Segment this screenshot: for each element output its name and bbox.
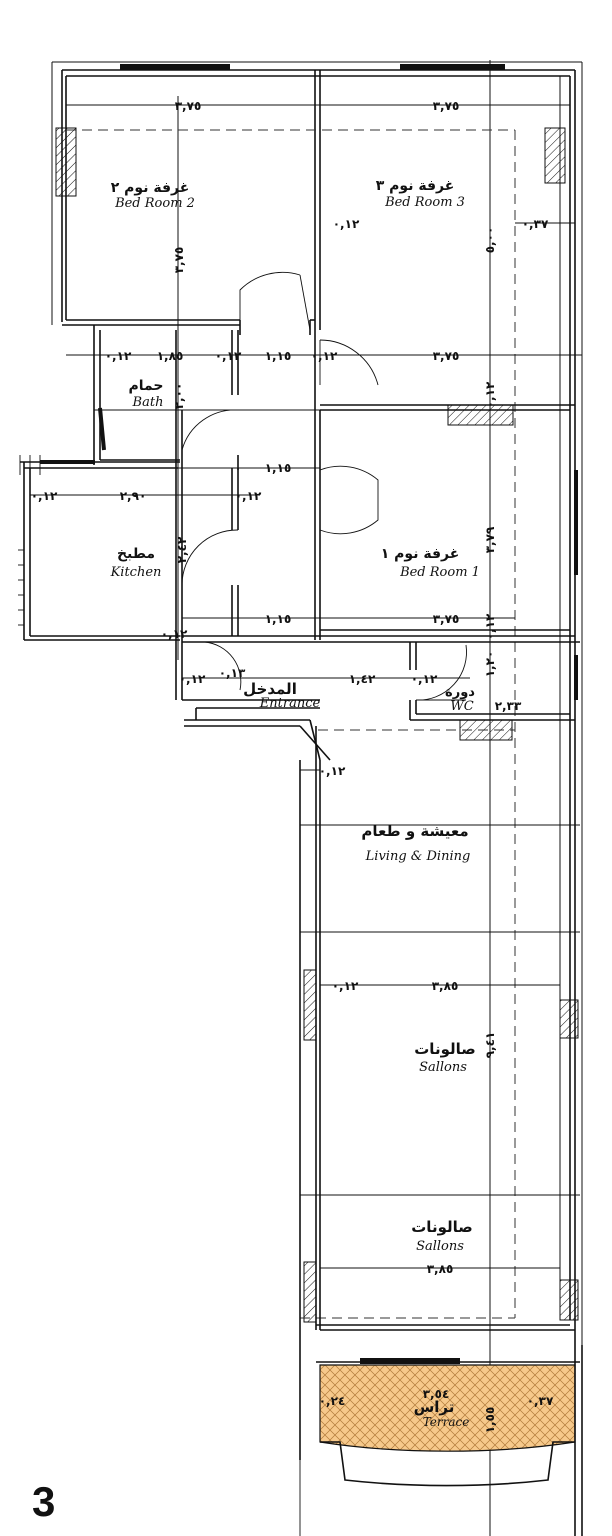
dimension-lines [30, 104, 582, 1401]
dim-entrance-x: ٠,١٣ [219, 666, 246, 680]
dim-column-12b: ٠,١٢ [483, 613, 497, 640]
dim-kitchen-bottom: ٠,١٢ [161, 627, 188, 641]
plan-number: 3 [32, 1478, 55, 1525]
dimension-labels: ٣,٧٥ ٣,٧٥ ٠,١٢ ٠,٣٧ ٣,٧٥ ٥,٠٠ ٠,١٢ ١,٨٥ … [31, 99, 554, 1433]
sallons-1-ar-label: صالونات [414, 1040, 476, 1058]
dim-corridor-1: ١,١٥ [265, 349, 292, 363]
dim-wc-height: ١,٢٠ [483, 651, 497, 678]
bedroom-3-ar-label: غرفة نوم ٣ [376, 178, 455, 194]
dim-wall-12-a: ٠,١٢ [333, 217, 360, 231]
living-ar-label: معيشة و طعام [361, 822, 468, 840]
bedroom-2-ar-label: غرفة نوم ٢ [111, 180, 190, 196]
dim-sallons-width-1: ٣,٨٥ [432, 979, 459, 993]
bath-ar-label: حمام [129, 378, 164, 394]
living-en-label: Living & Dining [365, 849, 471, 864]
kitchen-window-ticks [18, 549, 24, 626]
bath-en-label: Bath [132, 395, 164, 410]
entrance-en-label: Entrance [259, 696, 321, 711]
bedroom-2-en-label: Bed Room 2 [114, 196, 195, 211]
dim-terrace-right: ٠,٣٧ [527, 1394, 554, 1408]
sallons-2-ar-label: صالونات [411, 1218, 473, 1236]
dim-bed1-width: ٣,٧٥ [433, 612, 460, 626]
corridor-walls [175, 330, 580, 700]
dim-corridor-wall: ٠,١٢ [311, 349, 338, 363]
terrace-en-label: Terrace [423, 1415, 470, 1429]
sallons-2-en-label: Sallons [416, 1239, 464, 1254]
dim-bath-right: ٠,١٢ [215, 349, 242, 363]
kitchen-ar-label: مطبخ [117, 546, 155, 562]
dim-entrance-right: ٠,١٢ [411, 672, 438, 686]
bedroom-1-en-label: Bed Room 1 [399, 565, 480, 580]
doors [181, 271, 467, 701]
dim-bed3-height: ٥,٠٠ [483, 227, 497, 254]
dim-bed2-width: ٣,٧٥ [175, 99, 202, 113]
dim-bath-height: ٢,٠٠ [172, 383, 186, 410]
sallons-1-en-label: Sallons [419, 1060, 467, 1075]
bedroom-1-walls [320, 404, 578, 637]
dim-living-wall: ٠,١٢ [319, 764, 346, 778]
dim-kitchen-left: ٠,١٢ [31, 489, 58, 503]
dim-terrace-height: ١,٥٥ [483, 1407, 497, 1434]
wc-ar-label: دورة [445, 685, 475, 700]
dim-bed3-width: ٣,٧٥ [433, 99, 460, 113]
dim-bed1-height: ٣,٧٩ [483, 526, 497, 553]
dim-terrace-left: ٠,٢٤ [319, 1394, 346, 1408]
dim-sallons-width-2: ٣,٨٥ [427, 1262, 454, 1276]
outer-walls [51, 60, 583, 1536]
kitchen-en-label: Kitchen [110, 565, 162, 580]
terrace [299, 1330, 583, 1536]
dim-wc-width: ٢,٣٣ [495, 699, 522, 713]
dim-sallons-left: ٠,١٢ [332, 979, 359, 993]
dim-kitchen-width: ٢,٩٠ [120, 489, 147, 503]
living-walls [299, 726, 580, 1460]
dim-corridor-3: ١,١٥ [265, 612, 292, 626]
dim-sallons-height: ٩,٤١ [483, 1032, 497, 1059]
entrance-ar-label: المدخل [243, 680, 297, 698]
dim-bed1-top-width: ٣,٧٥ [433, 349, 460, 363]
entrance-walls [182, 642, 578, 761]
terrace-ar-label: تراس [414, 1398, 455, 1416]
dim-kitchen-height: ٢,٤٢ [175, 536, 189, 563]
top-windows [18, 64, 566, 626]
dim-bed2-height: ٣,٧٥ [172, 247, 186, 274]
dim-bath-width: ١,٨٥ [157, 349, 184, 363]
dim-column-12: ٠,١٢ [483, 381, 497, 408]
dim-entrance-left: ٠,١٢ [179, 672, 206, 686]
dim-kitchen-right: ٠,١٢ [235, 489, 262, 503]
room-labels: غرفة نوم ٢ Bed Room 2 غرفة نوم ٣ Bed Roo… [110, 178, 480, 1429]
dim-wall-37-a: ٠,٣٧ [522, 217, 549, 231]
dim-bath-left: ٠,١٢ [105, 349, 132, 363]
bedroom-3-en-label: Bed Room 3 [384, 195, 465, 210]
dim-entrance-width: ١,٤٢ [349, 672, 376, 686]
bedroom-1-ar-label: غرفة نوم ١ [381, 546, 460, 562]
dashed-lines [66, 129, 516, 1319]
dim-corridor-2: ١,١٥ [265, 461, 292, 475]
dim-terrace-width: ٣,٥٤ [423, 1387, 450, 1401]
wc-en-label: WC [450, 699, 473, 714]
